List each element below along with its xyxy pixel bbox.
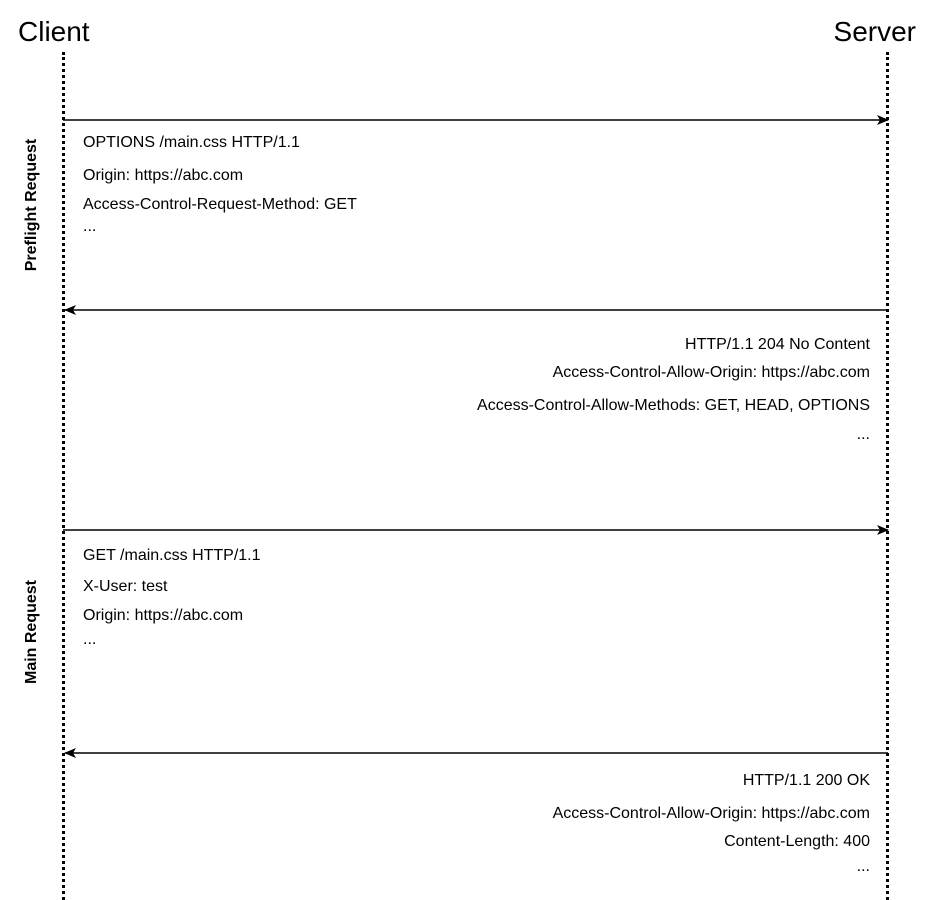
main-request-line: ... xyxy=(83,631,97,648)
preflight-response-line: Access-Control-Allow-Methods: GET, HEAD,… xyxy=(477,397,870,414)
preflight-request-line: OPTIONS /main.css HTTP/1.1 xyxy=(83,134,300,151)
client-lifeline xyxy=(62,52,65,900)
preflight-request-line: ... xyxy=(83,218,97,235)
preflight-response-line: ... xyxy=(856,426,870,443)
main-phase-label: Main Request xyxy=(23,579,40,685)
preflight-request-line: Origin: https://abc.com xyxy=(83,167,244,184)
preflight-response-line: HTTP/1.1 204 No Content xyxy=(685,336,870,353)
preflight-phase-label: Preflight Request xyxy=(23,138,40,272)
preflight-request-line: Access-Control-Request-Method: GET xyxy=(83,196,357,213)
server-lifeline xyxy=(886,52,889,900)
main-response-line: Access-Control-Allow-Origin: https://abc… xyxy=(552,805,870,822)
main-response-line: HTTP/1.1 200 OK xyxy=(742,772,870,789)
main-response-line: Content-Length: 400 xyxy=(724,833,870,850)
client-participant-label: Client xyxy=(18,16,90,47)
main-request-line: GET /main.css HTTP/1.1 xyxy=(83,547,261,564)
main-request-line: X-User: test xyxy=(83,578,168,595)
main-response-line: ... xyxy=(856,858,870,875)
preflight-response-line: Access-Control-Allow-Origin: https://abc… xyxy=(552,364,870,381)
server-participant-label: Server xyxy=(833,16,916,47)
main-request-line: Origin: https://abc.com xyxy=(83,607,244,624)
